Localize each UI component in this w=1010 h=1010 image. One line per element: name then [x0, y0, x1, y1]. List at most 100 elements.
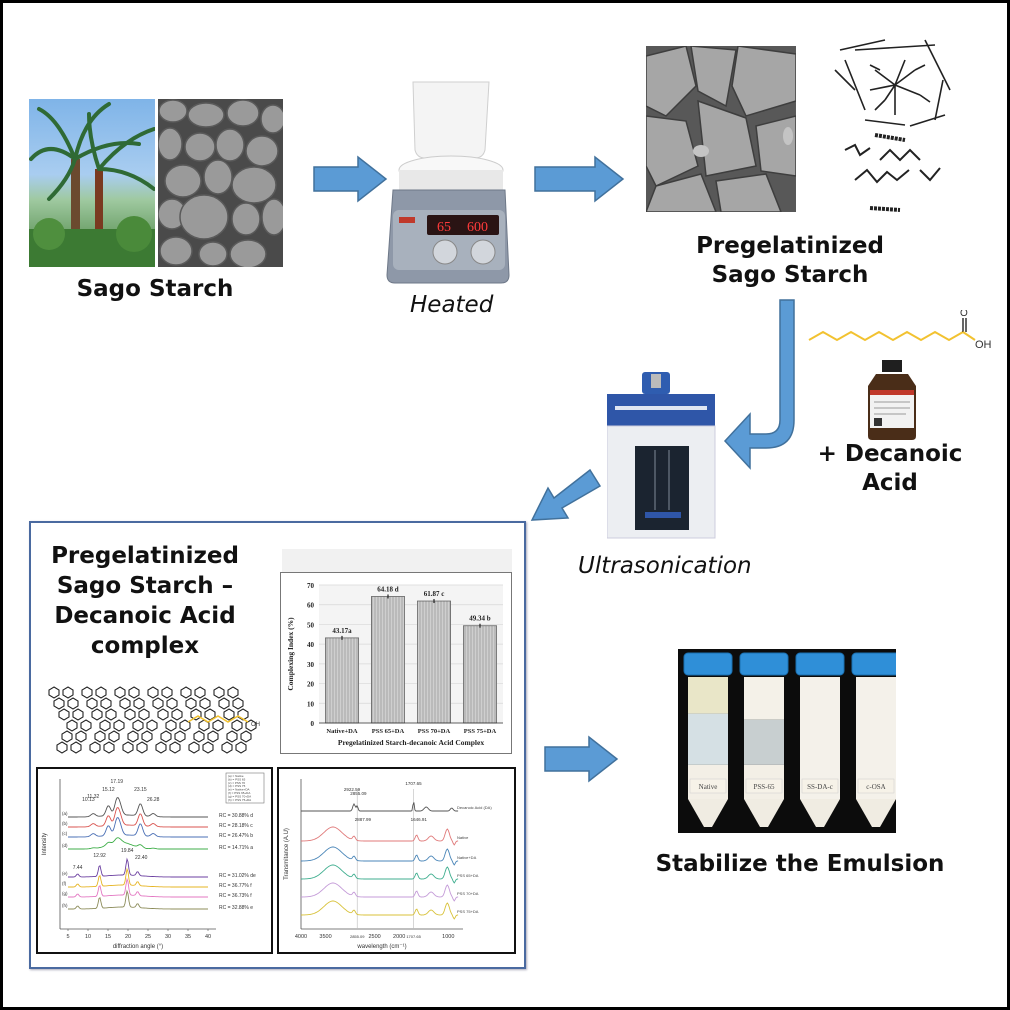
x-tick-label: 3500	[319, 934, 331, 940]
series-label: Native	[457, 835, 469, 840]
y-tick-label: 10	[307, 700, 315, 708]
glucose-ring-icon	[99, 719, 111, 732]
glucose-ring-icon	[180, 686, 192, 699]
tube-cap	[851, 652, 896, 676]
legend-entry: (c) = PSS 70	[228, 781, 245, 785]
glucose-ring-icon	[72, 708, 84, 721]
x-tick-label: 25	[145, 934, 151, 940]
peak-label: 1646.91	[411, 817, 428, 822]
arrow-right-icon	[534, 155, 625, 203]
amylopectin-gelatinized-structure-icon	[834, 39, 951, 212]
rc-label: RC = 36.73% f	[219, 893, 252, 899]
decanoic-acid-bottle-image	[866, 360, 918, 440]
xrd-curve	[68, 877, 208, 898]
data-label: 43.17a	[332, 627, 352, 635]
pregelatinized-label-line1: Pregelatinized	[696, 233, 884, 259]
ftir-curve	[301, 846, 459, 866]
series-label: PSS 75+DA	[457, 909, 479, 914]
glucose-ring-icon	[232, 697, 244, 710]
sago-starch-sem-image	[158, 99, 283, 267]
y-tick-label: 50	[307, 621, 315, 629]
peak-label: 11.32	[87, 794, 99, 800]
x-tick-label: 4000	[295, 934, 307, 940]
x-tick-label: PSS 75+DA	[464, 728, 497, 735]
peak-label: 10.13	[82, 797, 95, 803]
legend-entry: (g) = PSS 70+DA	[228, 794, 251, 798]
rc-label: RC = 36.77% f	[219, 883, 252, 889]
bar	[371, 596, 405, 724]
curved-arrow-down-left-icon	[723, 299, 795, 470]
glucose-ring-icon	[114, 686, 126, 699]
glucose-ring-icon	[66, 719, 78, 732]
glucose-ring-icon	[199, 697, 211, 710]
x-tick-label: Native+DA	[326, 728, 357, 735]
glucose-ring-icon	[91, 708, 103, 721]
xrd-curve	[68, 796, 208, 818]
tube-label: PSS-65	[753, 783, 775, 791]
glucose-ring-icon	[194, 686, 206, 699]
legend-box	[225, 772, 265, 804]
glucose-ring-icon	[94, 730, 106, 743]
tube-tip	[800, 799, 840, 827]
y-tick-label: 40	[307, 641, 315, 649]
glucose-ring-icon	[161, 686, 173, 699]
peak-label: 1707.65	[405, 781, 422, 786]
x-tick-label: 20	[125, 934, 131, 940]
complex-label-line2: Sago Starch –	[56, 573, 234, 599]
glucose-ring-icon	[237, 708, 249, 721]
glucose-ring-icon	[160, 730, 172, 743]
glucose-ring-icon	[95, 686, 107, 699]
glucose-ring-icon	[141, 730, 153, 743]
glucose-ring-icon	[157, 708, 169, 721]
glucose-ring-icon	[119, 697, 131, 710]
x-tick-label: 15	[105, 934, 111, 940]
glucose-ring-icon	[226, 730, 238, 743]
glucose-ring-icon	[75, 730, 87, 743]
tube-cap	[683, 652, 733, 676]
x-tick-label: 5	[66, 934, 69, 940]
decanoic-acid-label-line2: Acid	[862, 470, 918, 496]
y-tick-label: 60	[307, 602, 315, 610]
series-label: PSS 70+DA	[457, 891, 479, 896]
glucose-ring-icon	[100, 697, 112, 710]
pregelatinized-label-line2: Sago Starch	[711, 262, 869, 288]
glucose-ring-icon	[179, 719, 191, 732]
tube-layer	[744, 677, 784, 720]
glucose-ring-icon	[62, 686, 74, 699]
y-axis-label: Intensity	[42, 833, 48, 855]
hotplate-stirrer-image: 65 600	[385, 80, 513, 285]
tube-layer	[856, 677, 896, 799]
glucose-ring-icon	[80, 719, 92, 732]
ftir-curve	[301, 882, 459, 902]
glucose-ring-icon	[53, 697, 65, 710]
glucose-ring-icon	[223, 708, 235, 721]
glucose-ring-icon	[221, 741, 233, 754]
ultrasonication-label: Ultrasonication	[578, 553, 752, 579]
complex-results-panel	[29, 521, 526, 969]
decanoic-acid-label-line1: + Decanoic	[817, 441, 963, 467]
rc-label: RC = 14.71% a	[219, 845, 253, 851]
glucose-ring-icon	[190, 708, 202, 721]
rc-label: RC = 32.88% e	[219, 905, 253, 911]
legend-entry: (e) = Native+DA	[228, 788, 250, 792]
glucose-ring-icon	[218, 697, 230, 710]
rc-label: RC = 30.88% d	[219, 813, 253, 819]
tube-label-sticker	[857, 778, 895, 794]
legend-entry: (b) = PSS 65	[228, 777, 246, 781]
glucose-ring-icon	[171, 708, 183, 721]
xrd-curve	[68, 867, 208, 888]
decanoic-chain-icon	[187, 715, 249, 723]
glucose-ring-icon	[127, 730, 139, 743]
bar	[463, 625, 497, 724]
carbonyl-o-text: O	[960, 310, 968, 319]
x-tick-label: PSS 65+DA	[372, 728, 405, 735]
glucose-ring-icon	[207, 730, 219, 743]
inclusion-complex-helix-icon: OH	[48, 686, 260, 754]
tube-layer	[800, 677, 840, 799]
data-label: 61.87 c	[424, 590, 445, 598]
x-tick-label: 40	[205, 934, 211, 940]
peak-label: 2887.99	[355, 817, 372, 822]
glucose-ring-icon	[146, 719, 158, 732]
